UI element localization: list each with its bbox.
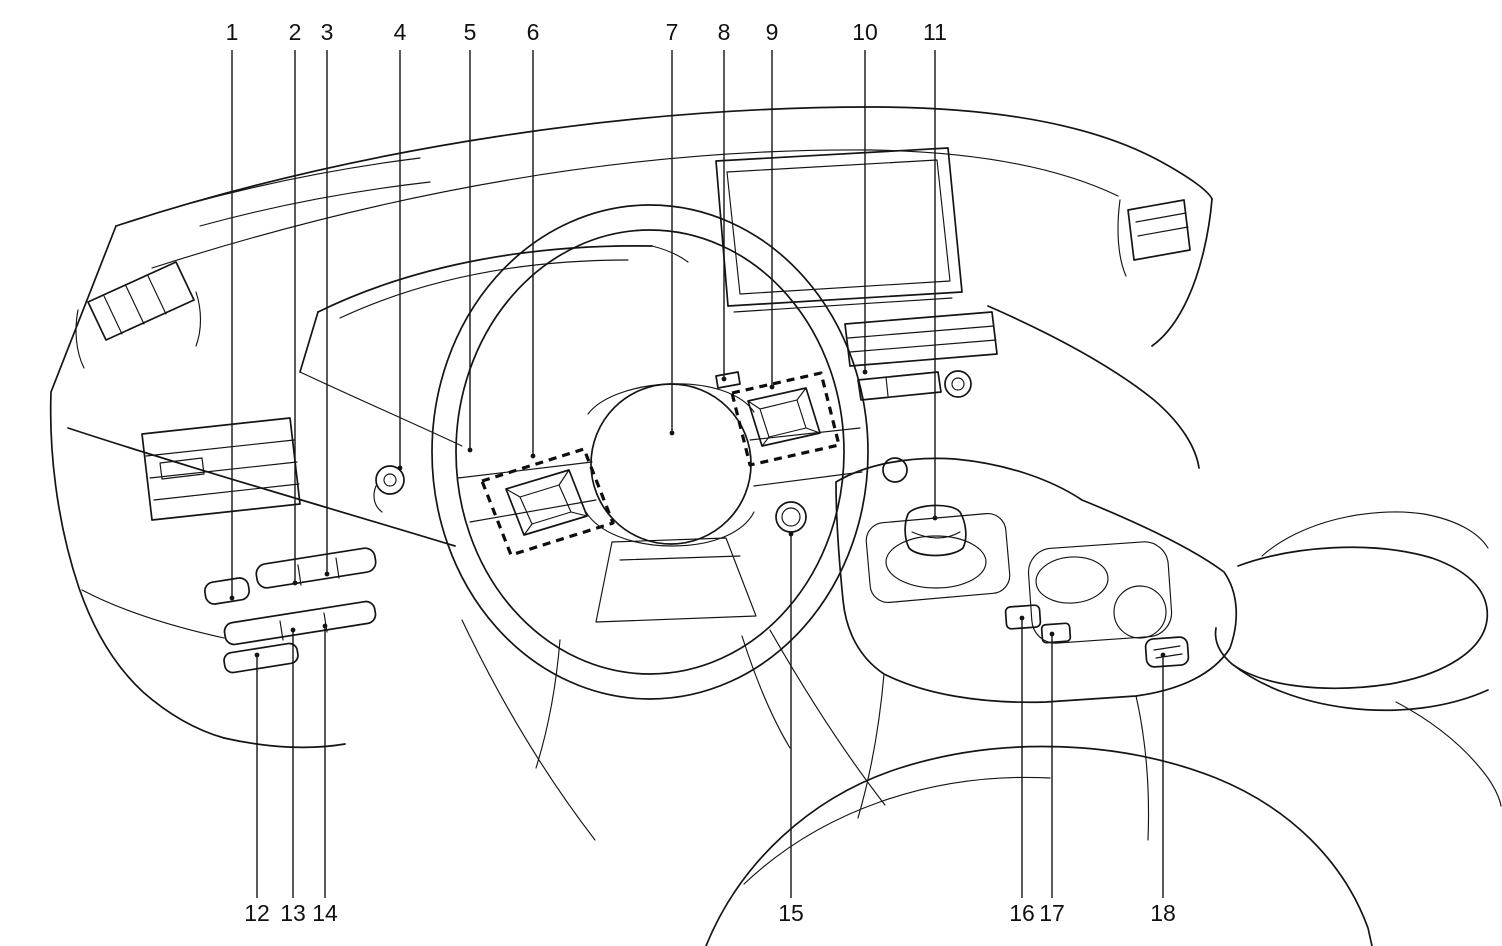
callout-number-1: 1 <box>226 19 239 45</box>
callout-number-3: 3 <box>321 19 334 45</box>
console-switch[interactable] <box>1144 636 1190 668</box>
callout-number-5: 5 <box>464 19 477 45</box>
callout-number-16: 16 <box>1009 900 1035 926</box>
shift-lever[interactable] <box>904 504 967 557</box>
callout-number-15: 15 <box>778 900 804 926</box>
callout-endpoint-13 <box>290 627 296 633</box>
callout-number-18: 18 <box>1150 900 1176 926</box>
callout-number-7: 7 <box>666 19 679 45</box>
callout-number-9: 9 <box>766 19 779 45</box>
callout-number-13: 13 <box>280 900 306 926</box>
callout-endpoint-15 <box>788 531 794 537</box>
console-button-right[interactable] <box>1040 622 1072 644</box>
dashboard-outline <box>49 106 1213 841</box>
center-stack[interactable] <box>844 311 998 483</box>
left-air-vent-upper <box>75 261 202 369</box>
center-console <box>835 457 1238 841</box>
callout-endpoint-12 <box>254 652 260 658</box>
callout-endpoint-5 <box>467 447 473 453</box>
callout-number-8: 8 <box>718 19 731 45</box>
callout-endpoint-9 <box>769 384 775 390</box>
wiper-stalk[interactable] <box>715 371 741 389</box>
callout-endpoint-4 <box>397 465 403 471</box>
left-switch-panels[interactable] <box>203 547 378 674</box>
push-start-button[interactable] <box>775 501 807 533</box>
right-air-vent <box>1117 199 1191 277</box>
callout-endpoint-16 <box>1019 615 1025 621</box>
callout-number-14: 14 <box>312 900 338 926</box>
seats-and-floor <box>705 511 1502 946</box>
callout-endpoint-7 <box>669 430 675 436</box>
instrument-cluster <box>299 245 689 447</box>
callout-endpoint-8 <box>721 376 727 382</box>
callout-endpoint-11 <box>932 515 938 521</box>
callout-number-6: 6 <box>527 19 540 45</box>
console-button-left[interactable] <box>1004 604 1042 630</box>
callout-endpoint-18 <box>1160 652 1166 658</box>
callout-endpoint-3 <box>324 571 330 577</box>
callout-number-17: 17 <box>1039 900 1065 926</box>
callout-endpoint-14 <box>322 623 328 629</box>
callout-number-10: 10 <box>852 19 878 45</box>
callout-endpoint-1 <box>229 595 235 601</box>
callout-number-2: 2 <box>289 19 302 45</box>
center-display[interactable] <box>715 147 963 313</box>
callout-number-4: 4 <box>394 19 407 45</box>
callout-number-12: 12 <box>244 900 270 926</box>
callout-endpoint-17 <box>1049 631 1055 637</box>
steering-switch-left[interactable] <box>480 447 615 557</box>
left-air-vent-lower <box>141 417 301 521</box>
callout-endpoint-6 <box>530 453 536 459</box>
callout-endpoint-2 <box>292 580 298 586</box>
callout-endpoint-10 <box>862 369 868 375</box>
headlight-switch-knob[interactable] <box>373 465 405 513</box>
callout-number-11: 11 <box>923 19 947 45</box>
steering-switch-right[interactable] <box>730 371 841 467</box>
